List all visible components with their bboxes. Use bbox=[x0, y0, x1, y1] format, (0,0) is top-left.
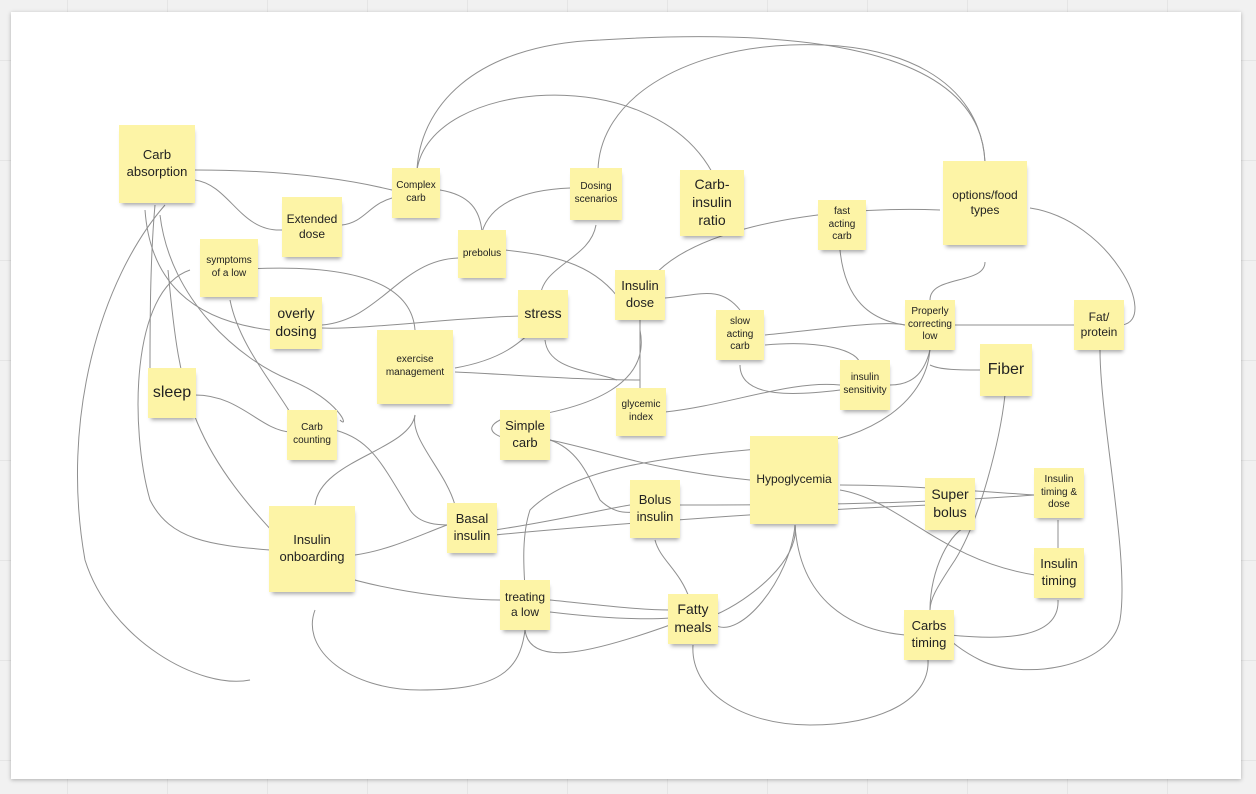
note-fatty-meals-label: Fatty meals bbox=[674, 601, 712, 635]
note-fast-acting-carb[interactable]: fast acting carb bbox=[818, 200, 866, 250]
note-fat-protein[interactable]: Fat/ protein bbox=[1074, 300, 1124, 350]
note-dosing-scenarios-label: Dosing scenarios bbox=[574, 181, 618, 205]
note-slow-acting-carb[interactable]: slow acting carb bbox=[716, 310, 764, 360]
note-symptoms-of-a-low[interactable]: symptoms of a low bbox=[200, 239, 258, 297]
note-glycemic-index[interactable]: glycemic index bbox=[616, 388, 666, 436]
note-carb-counting-label: Carb counting bbox=[293, 422, 331, 446]
note-sleep[interactable]: sleep bbox=[148, 368, 196, 418]
note-bolus-insulin-label: Bolus insulin bbox=[636, 492, 674, 524]
note-complex-carb[interactable]: Complex carb bbox=[392, 168, 440, 218]
note-sleep-label: sleep bbox=[152, 383, 192, 401]
note-exercise-management[interactable]: exercise management bbox=[377, 330, 453, 404]
note-fat-protein-label: Fat/ protein bbox=[1080, 309, 1118, 339]
note-insulin-onboarding-label: Insulin onboarding bbox=[279, 532, 345, 564]
note-bolus-insulin[interactable]: Bolus insulin bbox=[630, 480, 680, 538]
note-stress[interactable]: stress bbox=[518, 290, 568, 338]
note-simple-carb[interactable]: Simple carb bbox=[500, 410, 550, 460]
note-insulin-sensitivity[interactable]: insulin sensitivity bbox=[840, 360, 890, 410]
note-carb-absorption[interactable]: Carb absorption bbox=[119, 125, 195, 203]
note-insulin-timing-dose-label: Insulin timing & dose bbox=[1040, 473, 1078, 511]
note-carb-insulin-ratio[interactable]: Carb- insulin ratio bbox=[680, 170, 744, 236]
note-prebolus[interactable]: prebolus bbox=[458, 230, 506, 278]
note-properly-correcting-low-label: Properly correcting low bbox=[908, 305, 952, 343]
note-insulin-timing[interactable]: Insulin timing bbox=[1034, 548, 1084, 598]
note-super-bolus-label: Super bolus bbox=[931, 486, 969, 520]
note-simple-carb-label: Simple carb bbox=[505, 418, 545, 450]
note-super-bolus[interactable]: Super bolus bbox=[925, 478, 975, 530]
note-fast-acting-carb-label: fast acting carb bbox=[828, 205, 856, 243]
note-insulin-sensitivity-label: insulin sensitivity bbox=[843, 372, 887, 396]
note-carb-counting[interactable]: Carb counting bbox=[287, 410, 337, 460]
note-exercise-management-label: exercise management bbox=[385, 354, 445, 378]
note-treating-a-low[interactable]: treating a low bbox=[500, 580, 550, 630]
note-carb-absorption-label: Carb absorption bbox=[126, 147, 188, 179]
note-dosing-scenarios[interactable]: Dosing scenarios bbox=[570, 168, 622, 220]
note-carbs-timing-label: Carbs timing bbox=[911, 618, 947, 650]
note-hypoglycemia-label: Hypoglycemia bbox=[756, 472, 832, 487]
note-treating-a-low-label: treating a low bbox=[504, 589, 546, 619]
note-overly-dosing[interactable]: overly dosing bbox=[270, 297, 322, 349]
note-hypoglycemia[interactable]: Hypoglycemia bbox=[750, 436, 838, 524]
note-basal-insulin[interactable]: Basal insulin bbox=[447, 503, 497, 553]
note-insulin-dose-label: Insulin dose bbox=[621, 278, 659, 310]
note-properly-correcting-low[interactable]: Properly correcting low bbox=[905, 300, 955, 350]
note-stress-label: stress bbox=[524, 305, 562, 322]
note-prebolus-label: prebolus bbox=[462, 247, 502, 259]
note-carbs-timing[interactable]: Carbs timing bbox=[904, 610, 954, 660]
note-insulin-timing-dose[interactable]: Insulin timing & dose bbox=[1034, 468, 1084, 518]
note-carb-insulin-ratio-label: Carb- insulin ratio bbox=[692, 176, 732, 228]
note-overly-dosing-label: overly dosing bbox=[275, 305, 317, 339]
note-complex-carb-label: Complex carb bbox=[396, 180, 436, 204]
note-insulin-onboarding[interactable]: Insulin onboarding bbox=[269, 506, 355, 592]
note-glycemic-index-label: glycemic index bbox=[621, 399, 661, 423]
note-slow-acting-carb-label: slow acting carb bbox=[726, 315, 754, 353]
note-symptoms-of-a-low-label: symptoms of a low bbox=[206, 255, 252, 279]
note-fiber[interactable]: Fiber bbox=[980, 344, 1032, 396]
note-fatty-meals[interactable]: Fatty meals bbox=[668, 594, 718, 644]
note-fiber-label: Fiber bbox=[987, 360, 1025, 378]
note-extended-dose[interactable]: Extended dose bbox=[282, 197, 342, 257]
note-basal-insulin-label: Basal insulin bbox=[453, 511, 491, 543]
note-insulin-dose[interactable]: Insulin dose bbox=[615, 270, 665, 320]
note-insulin-timing-label: Insulin timing bbox=[1040, 556, 1078, 588]
note-extended-dose-label: Extended dose bbox=[286, 211, 338, 241]
note-options-food-types[interactable]: options/food types bbox=[943, 161, 1027, 245]
note-options-food-types-label: options/food types bbox=[952, 187, 1018, 217]
